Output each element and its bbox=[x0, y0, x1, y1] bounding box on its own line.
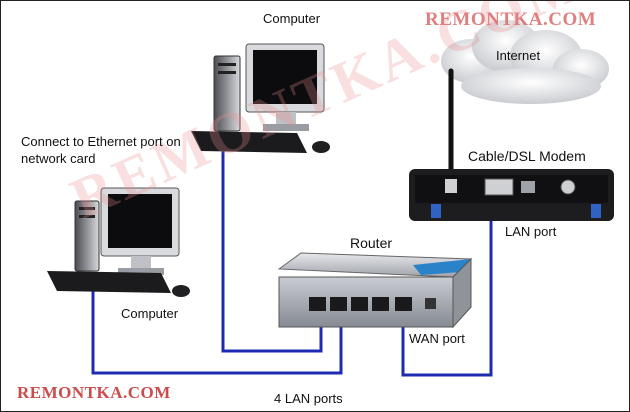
label-router: Router bbox=[350, 235, 393, 251]
cable-top-computer bbox=[221, 149, 323, 353]
computer-left-icon bbox=[47, 187, 190, 297]
computer-top-icon bbox=[191, 43, 330, 153]
label-connect-note: Connect to Ethernet port on network card bbox=[21, 134, 181, 166]
watermark-top: REMONTKA.COM bbox=[425, 9, 597, 30]
watermark-bottom: REMONTKA.COM bbox=[17, 383, 171, 402]
label-computer-top: Computer bbox=[263, 11, 321, 26]
label-lan-ports: 4 LAN ports bbox=[274, 391, 343, 406]
label-modem-lan-port: LAN port bbox=[505, 224, 557, 239]
router-icon bbox=[277, 252, 473, 329]
cable-left-computer bbox=[91, 281, 343, 375]
internet-cloud-icon bbox=[441, 20, 609, 104]
label-wan-port: WAN port bbox=[409, 331, 465, 346]
label-internet: Internet bbox=[496, 48, 541, 63]
cable-dsl-modem-icon bbox=[409, 68, 614, 221]
label-modem: Cable/DSL Modem bbox=[468, 148, 586, 164]
label-computer-left: Computer bbox=[121, 306, 179, 321]
